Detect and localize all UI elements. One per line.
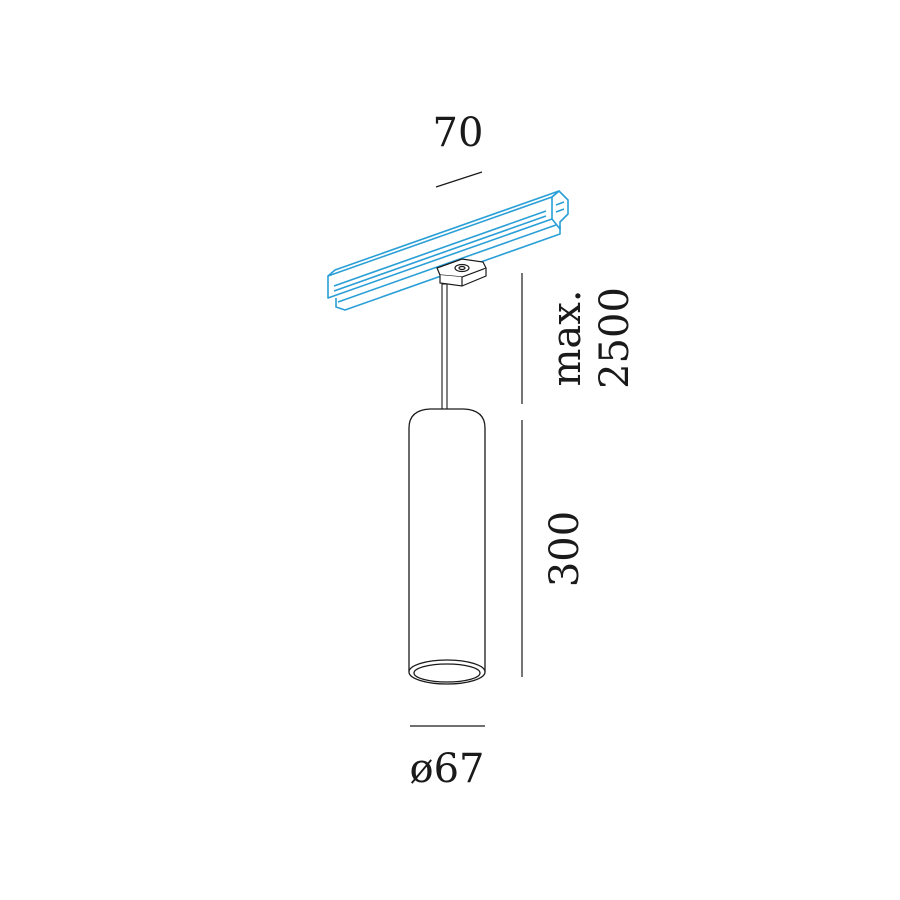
- suspension-length-label: 2500: [592, 287, 638, 389]
- suspension-max-label: max.: [544, 289, 590, 386]
- track-rail: [327, 190, 569, 311]
- diameter-label: ø67: [410, 746, 485, 792]
- pendant-cylinder: [408, 408, 486, 685]
- suspension-cable: [441, 283, 448, 412]
- track-width-dimension-line: [435, 171, 483, 188]
- body-height-label: 300: [542, 511, 588, 587]
- track-width-label: 70: [433, 110, 484, 156]
- track-adapter: [436, 258, 487, 287]
